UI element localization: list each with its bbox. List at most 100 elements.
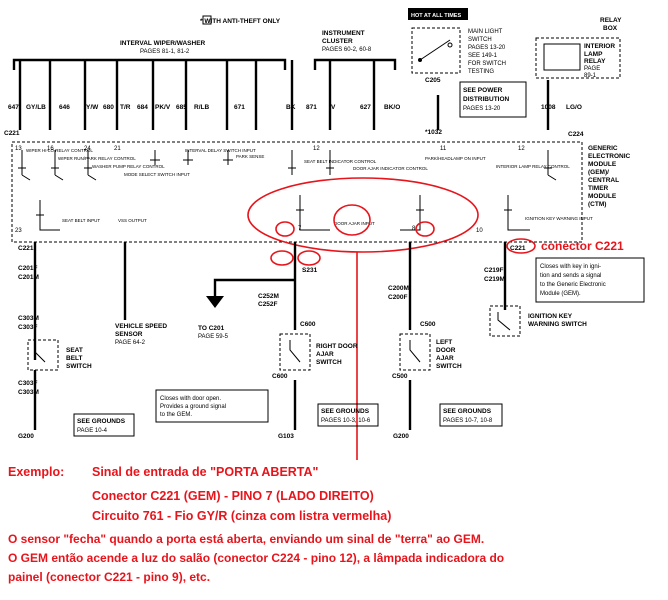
svg-text:S231: S231 bbox=[302, 267, 318, 274]
wire-1008-color: LG/O bbox=[566, 104, 582, 111]
svg-text:(CTM): (CTM) bbox=[588, 201, 606, 208]
grounds-left-box bbox=[73, 413, 135, 437]
example-label: Exemplo: bbox=[8, 465, 64, 479]
svg-text:Closes with door open.: Closes with door open. bbox=[160, 396, 221, 402]
svg-text:G200: G200 bbox=[18, 433, 34, 440]
svg-text:C500: C500 bbox=[420, 321, 436, 328]
svg-text:tion and sends a signal: tion and sends a signal bbox=[540, 273, 601, 279]
right-door-switch-box bbox=[279, 333, 311, 371]
svg-text:(GEM)/: (GEM)/ bbox=[588, 169, 609, 176]
wiper-bracket bbox=[12, 58, 287, 70]
svg-text:MODULE: MODULE bbox=[588, 193, 617, 200]
svg-text:C252M: C252M bbox=[258, 293, 279, 300]
wire-685: 685 bbox=[176, 104, 187, 111]
svg-text:C303M: C303M bbox=[18, 389, 39, 396]
svg-text:VSS OUTPUT: VSS OUTPUT bbox=[118, 218, 147, 223]
svg-text:PAGES 10-3, 10-6: PAGES 10-3, 10-6 bbox=[321, 418, 371, 424]
left-door-switch-box bbox=[399, 333, 431, 371]
seat-belt-switch-box bbox=[27, 339, 59, 371]
svg-text:C221: C221 bbox=[510, 245, 526, 252]
svg-text:PAGE 10-4: PAGE 10-4 bbox=[77, 428, 108, 434]
svg-text:SENSOR: SENSOR bbox=[115, 331, 143, 338]
svg-text:PAGES 13-20: PAGES 13-20 bbox=[468, 45, 506, 51]
annotation-line2: Conector C221 (GEM) - PINO 7 (LADO DIREI… bbox=[92, 489, 374, 503]
svg-text:TO C201: TO C201 bbox=[198, 325, 225, 332]
svg-text:BELT: BELT bbox=[66, 355, 83, 362]
anti-theft-box bbox=[202, 15, 212, 25]
svg-text:IGNITION KEY WARNING INPUT: IGNITION KEY WARNING INPUT bbox=[525, 216, 593, 221]
svg-text:INTERIOR LAMP RELAY CONTROL: INTERIOR LAMP RELAY CONTROL bbox=[496, 164, 570, 169]
wire-646: 646 bbox=[59, 104, 70, 111]
svg-text:Closes with key in igni-: Closes with key in igni- bbox=[540, 264, 601, 270]
wire-627-color: BK/O bbox=[384, 104, 400, 111]
relay-coil bbox=[543, 43, 581, 71]
to-c201-wire bbox=[213, 278, 295, 296]
relay-box bbox=[535, 37, 621, 79]
c221-top-label: C221 bbox=[4, 130, 20, 137]
wire-871-color: V bbox=[331, 104, 336, 111]
key-input-sym bbox=[504, 195, 530, 231]
wire-labels: 647 GY/LB 646 Y/W 680 T/R 684 PK/V 685 R… bbox=[8, 104, 582, 111]
wire-685-color: R/LB bbox=[194, 104, 209, 111]
svg-text:FOR SWITCH: FOR SWITCH bbox=[468, 61, 506, 67]
svg-text:C200F: C200F bbox=[388, 294, 408, 301]
red-circle-pin7 bbox=[275, 221, 295, 237]
cluster-title: INSTRUMENT bbox=[322, 30, 365, 37]
grounds-mid-box bbox=[317, 403, 379, 427]
svg-text:C303F: C303F bbox=[18, 324, 38, 331]
svg-text:Provides a ground signal: Provides a ground signal bbox=[160, 404, 226, 410]
svg-text:SEE 149-1: SEE 149-1 bbox=[468, 53, 498, 59]
svg-text:PAGES 13-20: PAGES 13-20 bbox=[463, 106, 501, 112]
gem-module-box bbox=[11, 141, 583, 243]
svg-text:C221: C221 bbox=[18, 245, 34, 252]
svg-text:IGNITION KEY: IGNITION KEY bbox=[528, 313, 573, 320]
svg-text:SEAT: SEAT bbox=[66, 347, 83, 354]
main-switch-text: MAIN LIGHT SWITCH PAGES 13-20 SEE 149-1 … bbox=[468, 29, 506, 75]
svg-text:C201M: C201M bbox=[18, 274, 39, 281]
svg-text:23: 23 bbox=[15, 228, 22, 234]
svg-text:DOOR AJAR INDICATOR CONTROL: DOOR AJAR INDICATOR CONTROL bbox=[353, 166, 428, 171]
wire-684: 684 bbox=[137, 104, 148, 111]
wire-680-color: T/R bbox=[120, 104, 131, 111]
red-circle-761 bbox=[270, 250, 294, 266]
annotation-line1: Sinal de entrada de "PORTA ABERTA" bbox=[92, 465, 319, 479]
wire-684-color: PK/V bbox=[155, 104, 171, 111]
red-highlight-ellipse bbox=[247, 177, 479, 253]
annotation-line3: Circuito 761 - Fio GY/R (cinza com listr… bbox=[92, 509, 391, 523]
svg-text:WIPER RUN/PARK RELAY CONTROL: WIPER RUN/PARK RELAY CONTROL bbox=[58, 156, 136, 161]
svg-text:LEFT: LEFT bbox=[436, 339, 452, 346]
cluster-title2: CLUSTER bbox=[322, 38, 353, 45]
red-circle-gyr bbox=[297, 250, 321, 266]
svg-text:C201F: C201F bbox=[18, 265, 38, 272]
gem-module-text: GENERIC ELECTRONIC MODULE (GEM)/ CENTRAL… bbox=[588, 145, 631, 208]
svg-text:C600: C600 bbox=[300, 321, 316, 328]
svg-text:PAGE 64-2: PAGE 64-2 bbox=[115, 340, 146, 346]
svg-text:DOOR AJAR INPUT: DOOR AJAR INPUT bbox=[334, 221, 375, 226]
wire-671: 671 bbox=[234, 104, 245, 111]
svg-text:10: 10 bbox=[476, 228, 483, 234]
main-light-switch-box bbox=[411, 27, 461, 74]
svg-text:24: 24 bbox=[84, 146, 91, 152]
c224-top-label: C224 bbox=[568, 131, 584, 138]
gem-top-inputs: 13 WIPER HI-LO RELAY CONTROL 16 WIPER RU… bbox=[15, 146, 570, 177]
gem-bottom-inputs: 23 SEAT BELT INPUT VSS OUTPUT 7 DOOR AJA… bbox=[15, 216, 593, 234]
power-dist-box bbox=[459, 81, 527, 118]
svg-text:INTERVAL DELAY SWITCH INPUT: INTERVAL DELAY SWITCH INPUT bbox=[185, 148, 256, 153]
c205-label: C205 bbox=[425, 77, 441, 84]
i1032-label: *1032 bbox=[425, 129, 442, 136]
svg-text:AJAR: AJAR bbox=[316, 351, 334, 358]
svg-text:C500: C500 bbox=[392, 373, 408, 380]
svg-text:RELAY: RELAY bbox=[600, 17, 622, 24]
svg-text:PAGE 59-5: PAGE 59-5 bbox=[198, 334, 229, 340]
wire-1008: 1008 bbox=[541, 104, 556, 111]
key-note-box bbox=[535, 257, 645, 303]
conector-c221-label: conector C221 bbox=[541, 239, 624, 253]
svg-text:DISTRIBUTION: DISTRIBUTION bbox=[463, 96, 510, 103]
red-circle-pin8 bbox=[415, 221, 435, 237]
svg-text:SEAT BELT INDICATOR CONTROL: SEAT BELT INDICATOR CONTROL bbox=[304, 159, 377, 164]
svg-text:RELAY: RELAY bbox=[584, 58, 606, 65]
cluster-bracket bbox=[313, 58, 397, 70]
door-note-box bbox=[155, 389, 269, 423]
